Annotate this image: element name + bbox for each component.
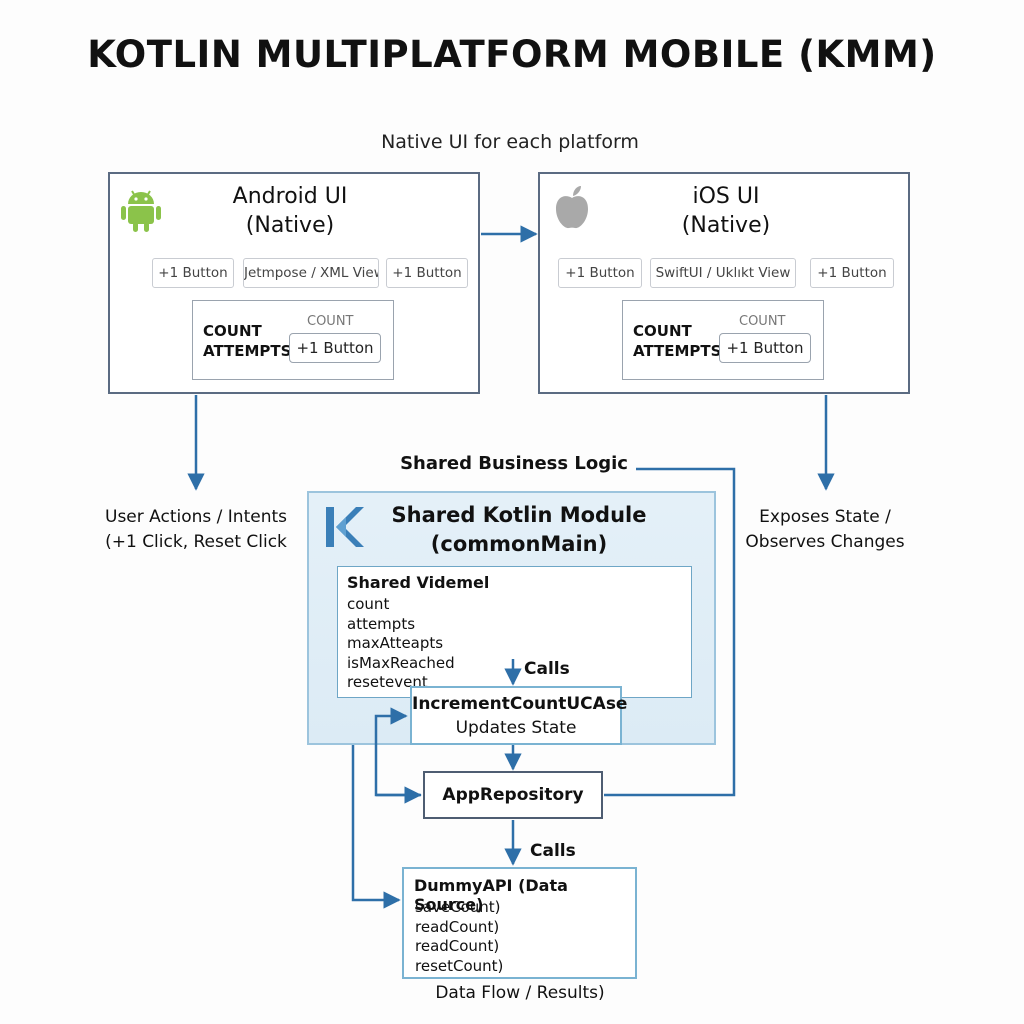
dummy-api-box: DummyAPI (Data Source) saveCount) readCo… (402, 867, 637, 979)
android-title: Android UI (Native) (170, 182, 410, 240)
native-ui-caption: Native UI for each platform (381, 131, 639, 153)
diagram-title: KOTLIN MULTIPLATFORM MOBILE (KMM) (87, 33, 937, 76)
android-count-label: COUNT (203, 322, 262, 340)
ios-plus-one-button-left[interactable]: +1 Button (558, 258, 642, 288)
viewmodel-title: Shared Videmel (347, 573, 490, 592)
ios-plus-one-button[interactable]: +1 Button (719, 333, 811, 363)
shared-module-title-line2: (commonMain) (430, 532, 608, 556)
android-count-caption: COUNT (307, 314, 354, 329)
android-view-chip[interactable]: Jetmpose / XML View (243, 258, 379, 288)
user-actions-line2: (+1 Click, Reset Click (105, 532, 287, 552)
exposes-state-caption: Exposes State / Observes Changes (725, 505, 925, 555)
viewmodel-field: maxAtteapts (347, 634, 444, 652)
calls-label-viewmodel: Calls (524, 659, 570, 679)
shared-kotlin-module: Shared Kotlin Module (commonMain) Shared… (307, 491, 716, 745)
android-title-line2: (Native) (245, 213, 335, 238)
api-method: resetCount) (415, 956, 504, 975)
exposes-state-line2: Observes Changes (745, 532, 905, 552)
viewmodel-field: count (347, 595, 390, 613)
usecase-title: IncrementCountUCAse (412, 694, 628, 714)
kotlin-logo-icon (324, 505, 364, 549)
android-ui-box: Android UI (Native) +1 Button Jetmpose /… (108, 172, 480, 394)
increment-usecase-box: IncrementCountUCAse Updates State (410, 686, 628, 745)
ios-view-chip[interactable]: SwiftUI / Uklıkt View (650, 258, 796, 288)
shared-viewmodel-box: Shared Videmel count attempts maxAtteapt… (337, 566, 692, 698)
viewmodel-field: resetevent (347, 673, 428, 691)
android-robot-icon (120, 184, 162, 234)
shared-business-logic-label: Shared Business Logic (400, 453, 628, 474)
viewmodel-fields: count attempts maxAtteapts isMaxReached … (347, 595, 455, 693)
app-repository-box: AppRepository (423, 771, 603, 819)
android-attempts-label: ATTEMPTS (203, 342, 292, 360)
ios-count-caption: COUNT (739, 314, 786, 329)
user-actions-line1: User Actions / Intents (105, 507, 287, 527)
apple-logo-icon (552, 184, 592, 230)
calls-label-repository: Calls (530, 841, 576, 861)
viewmodel-field: isMaxReached (347, 653, 455, 672)
android-plus-one-button[interactable]: +1 Button (289, 333, 381, 363)
api-method: readCount) (415, 917, 500, 936)
ios-title: iOS UI (Native) (606, 182, 846, 240)
ios-attempts-label: ATTEMPTS (633, 342, 722, 360)
ios-title-line2: (Native) (681, 213, 771, 238)
dummy-api-title: DummyAPI (Data Source) (414, 876, 568, 914)
ios-title-line1: iOS UI (692, 184, 760, 209)
ios-ui-box: iOS UI (Native) +1 Button SwiftUI / Uklı… (538, 172, 910, 394)
viewmodel-field: attempts (347, 614, 416, 633)
android-plus-one-button-left[interactable]: +1 Button (152, 258, 234, 288)
android-title-line1: Android UI (232, 184, 348, 209)
api-method: readCount) (415, 937, 500, 955)
api-method: saveCount) (415, 898, 501, 916)
dummy-api-methods: saveCount) readCount) readCount) resetCo… (415, 898, 503, 976)
android-count-panel: COUNT COUNT ATTEMPTS +1 Button (192, 300, 394, 380)
exposes-state-line1: Exposes State / (759, 507, 891, 527)
ios-count-label: COUNT (633, 322, 692, 340)
arrow-module-to-api (351, 745, 401, 909)
user-actions-caption: User Actions / Intents (+1 Click, Reset … (80, 505, 312, 555)
shared-module-title: Shared Kotlin Module (commonMain) (369, 501, 669, 559)
data-flow-caption: Data Flow / Results) (435, 983, 605, 1003)
ios-count-panel: COUNT COUNT ATTEMPTS +1 Button (622, 300, 824, 380)
ios-plus-one-button-right[interactable]: +1 Button (810, 258, 894, 288)
usecase-subtitle: Updates State (455, 718, 577, 738)
shared-module-title-line1: Shared Kotlin Module (391, 503, 647, 527)
android-plus-one-button-right[interactable]: +1 Button (386, 258, 468, 288)
